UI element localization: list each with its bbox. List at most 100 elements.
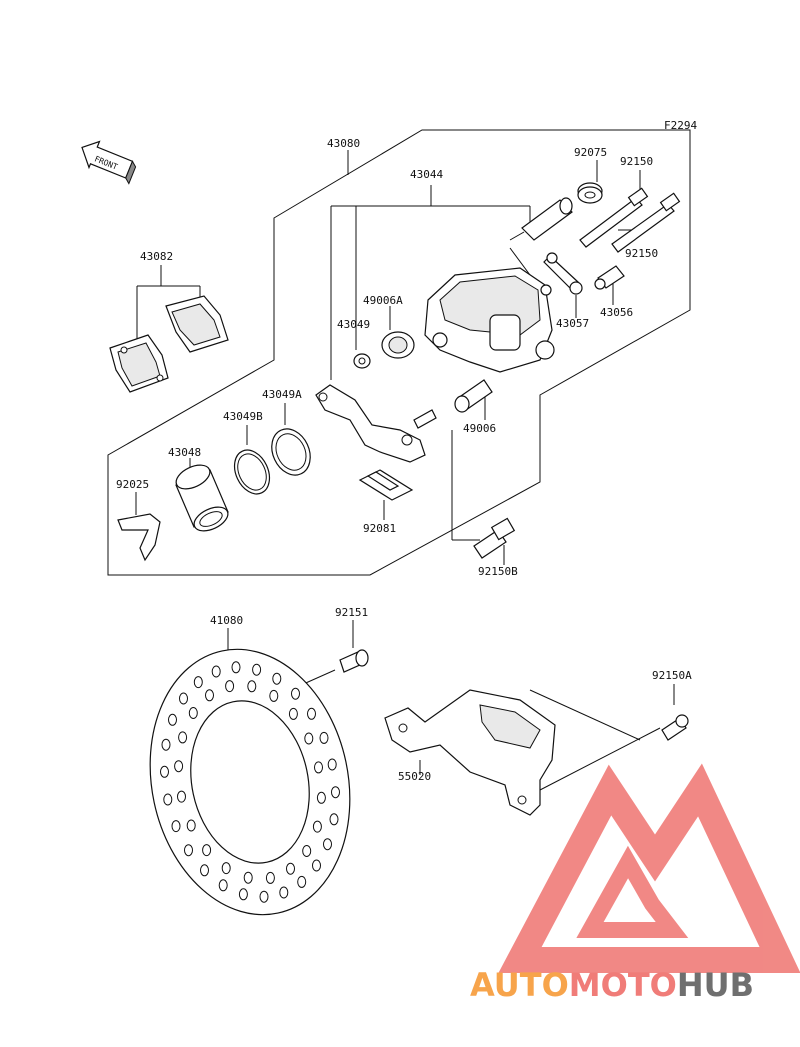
piston-43048	[175, 464, 229, 532]
bracket-55020	[384, 689, 556, 816]
disc-hole	[205, 689, 214, 702]
label-43044: 43044	[410, 168, 443, 181]
disc-hole	[286, 862, 295, 875]
label-43049B: 43049B	[223, 410, 263, 423]
disc-hole	[200, 864, 209, 877]
caliper-body	[424, 267, 555, 373]
disc-hole	[291, 687, 300, 700]
plate-92081	[358, 469, 414, 501]
brake-disc-41080	[149, 648, 351, 916]
disc-hole	[307, 707, 316, 720]
watermark-logo	[498, 763, 800, 973]
boot-49006A	[381, 331, 415, 359]
disc-hole	[319, 731, 329, 744]
disc-hole	[238, 888, 248, 901]
label-92075: 92075	[574, 146, 607, 159]
disc-hole	[302, 845, 312, 857]
disc-hole	[312, 859, 321, 872]
label-43057: 43057	[556, 317, 589, 330]
watermark-moto: MOTO	[569, 966, 677, 1004]
label-55020: 55020	[398, 770, 431, 783]
bolt-92151	[339, 649, 369, 673]
caliper-holder	[315, 384, 437, 463]
disc-hole	[279, 886, 289, 899]
disc-hole	[243, 871, 253, 884]
label-43048: 43048	[168, 446, 201, 459]
label-92150-top: 92150	[620, 155, 653, 168]
disc-hole	[163, 793, 173, 806]
disc-hole	[168, 713, 177, 726]
disc-hole	[174, 760, 184, 773]
label-43056: 43056	[600, 306, 633, 319]
seal-43049B	[233, 449, 271, 495]
disc-hole	[327, 758, 337, 771]
label-43080: 43080	[327, 137, 360, 150]
label-43049: 43049	[337, 318, 370, 331]
label-92081: 92081	[363, 522, 396, 535]
label-92150A: 92150A	[652, 669, 692, 682]
disc-hole	[331, 786, 340, 799]
brake-pads	[109, 295, 229, 393]
slide-pin-43044	[509, 197, 573, 241]
disc-hole	[184, 844, 193, 857]
boot-92075	[577, 182, 603, 204]
disc-hole	[314, 761, 323, 774]
front-arrow-icon: FRONT	[81, 140, 137, 185]
disc-hole	[316, 791, 326, 804]
bolt-92150B	[473, 517, 516, 559]
label-41080: 41080	[210, 614, 243, 627]
disc-hole	[171, 820, 181, 833]
label-43082: 43082	[140, 250, 173, 263]
label-49006: 49006	[463, 422, 496, 435]
link-43057	[543, 252, 583, 295]
label-43049A: 43049A	[262, 388, 302, 401]
label-92151: 92151	[335, 606, 368, 619]
disc-hole	[193, 676, 203, 689]
seal-43049	[353, 353, 371, 369]
disc-hole	[188, 707, 198, 719]
figure-code: F2294	[664, 119, 697, 132]
spring-92025	[117, 513, 161, 562]
bolt-92150A	[661, 714, 689, 741]
disc-holes	[160, 661, 340, 903]
label-49006A: 49006A	[363, 294, 403, 307]
pin-92150-a	[579, 187, 649, 248]
leader-lines	[135, 150, 675, 791]
pin-92150-b	[611, 192, 681, 253]
disc-hole	[247, 680, 257, 693]
disc-hole	[179, 692, 188, 705]
disc-hole	[252, 663, 262, 676]
bleeder-43056	[594, 265, 625, 290]
disc-hole	[312, 820, 322, 833]
disc-hole	[304, 732, 314, 745]
seal-43049A	[271, 428, 311, 476]
watermark-inner-icon	[576, 845, 689, 938]
disc-hole	[160, 765, 169, 778]
disc-hole	[211, 665, 221, 678]
disc-hole	[259, 890, 269, 903]
disc-hole	[329, 813, 339, 826]
disc-hole	[161, 738, 171, 751]
part-labels: 43080 43044 92075 92150 92150 43082 4900…	[116, 137, 692, 783]
disc-hole	[269, 689, 279, 702]
label-92025: 92025	[116, 478, 149, 491]
watermark-auto: AUTO	[470, 966, 569, 1004]
disc-hole	[202, 844, 212, 857]
disc-hole	[272, 672, 282, 685]
assembly-outline-43080	[107, 129, 691, 576]
disc-hole	[288, 707, 298, 720]
disc-hole	[177, 790, 186, 803]
disc-hole	[323, 838, 332, 851]
caliper-outline-43044	[330, 205, 355, 380]
disc-hole	[178, 731, 188, 744]
watermark-hub: HUB	[677, 966, 754, 1004]
disc-hole	[297, 875, 307, 888]
label-92150B: 92150B	[478, 565, 518, 578]
disc-hole	[221, 862, 231, 875]
label-92150-right: 92150	[625, 247, 658, 260]
watermark-text: AUTOMOTOHUB	[470, 966, 754, 1004]
disc-hole	[218, 879, 228, 892]
disc-hole	[186, 819, 196, 832]
